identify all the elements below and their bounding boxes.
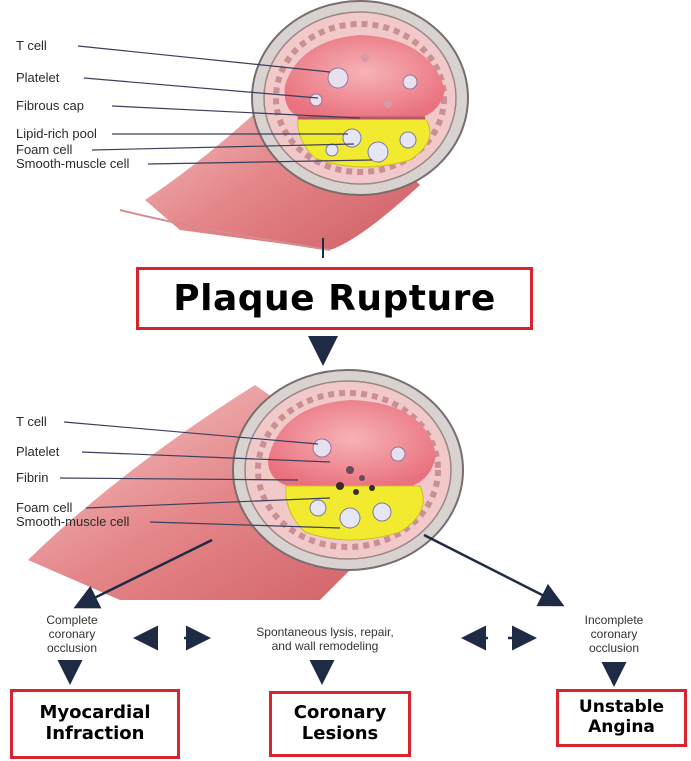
bottom-label-platelet: Platelet [16,444,60,459]
bottom-label-fibrin: Fibrin [16,470,49,485]
outcome-3-line-1: Unstable [579,698,664,718]
outcome-3-line-2: Angina [588,718,655,738]
outcome-myocardial-infraction: Myocardial Infraction [10,689,180,759]
flow-right-line-2: coronary [591,627,638,641]
flow-text: Complete coronary occlusion Spontaneous … [46,613,643,655]
title-text: Plaque Rupture [173,278,496,319]
top-label-t-cell: T cell [16,38,47,53]
flow-left-line-3: occlusion [47,641,97,655]
outcome-2-line-2: Lesions [302,724,378,745]
arrow-to-incomplete-icon [424,535,560,604]
plaque-rupture-title: Plaque Rupture [136,267,533,330]
bottom-label-foam-cell: Foam cell [16,500,72,515]
flow-left-line-2: coronary [49,627,96,641]
flow-right-line-1: Incomplete [585,613,644,627]
top-label-foam-cell: Foam cell [16,142,72,157]
flow-middle-line-2: and wall remodeling [272,639,379,653]
top-label-lipid-rich-pool: Lipid-rich pool [16,126,97,141]
outcome-2-line-1: Coronary [294,703,386,724]
top-label-fibrous-cap: Fibrous cap [16,98,84,113]
flow-right-line-3: occlusion [589,641,639,655]
outcome-unstable-angina: Unstable Angina [556,689,687,747]
top-label-smooth-muscle-cell: Smooth-muscle cell [16,156,130,171]
bottom-label-t-cell: T cell [16,414,47,429]
bottom-vessel-illustration [28,370,463,600]
top-vessel-illustration [120,1,468,250]
flow-left-line-1: Complete [46,613,98,627]
outcome-1-line-1: Myocardial [39,703,150,724]
outcome-coronary-lesions: Coronary Lesions [269,691,411,757]
flow-middle-line-1: Spontaneous lysis, repair, [256,625,393,639]
top-labels: T cell Platelet Fibrous cap Lipid-rich p… [16,38,130,171]
bottom-label-smooth-muscle-cell: Smooth-muscle cell [16,514,130,529]
outcome-1-line-2: Infraction [46,724,145,745]
top-label-platelet: Platelet [16,70,60,85]
